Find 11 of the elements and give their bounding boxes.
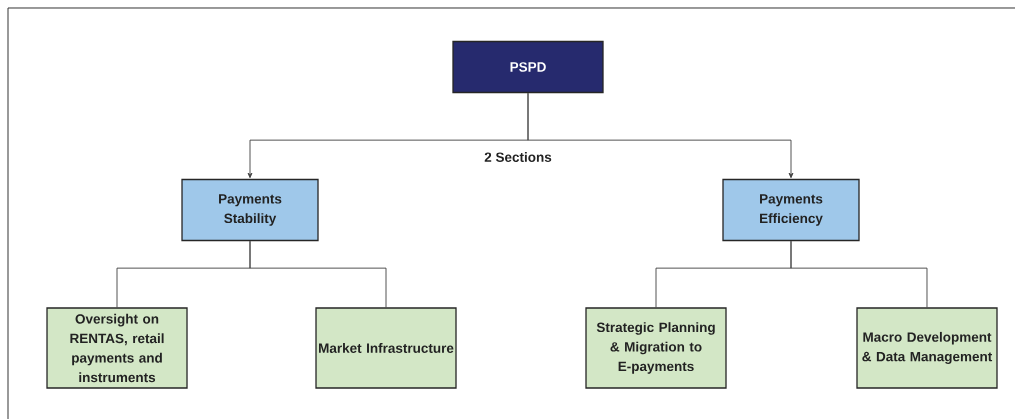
org-box: Payments Efficiency [722, 178, 860, 242]
org-box: Market Infrastructure [315, 307, 457, 389]
connector [790, 240, 928, 308]
org-box: PSPD [452, 40, 604, 94]
org-box: Payments Stability [181, 178, 319, 242]
org-box: Oversight on RENTAS, retail payments and instruments [46, 307, 188, 389]
org-box: Strategic Planning & Migration to E-payments [585, 307, 727, 389]
connector [249, 240, 387, 308]
connector [527, 92, 794, 179]
section-label: 2 Sections [484, 152, 552, 162]
org-box: Macro Development & Data Management [856, 307, 998, 389]
